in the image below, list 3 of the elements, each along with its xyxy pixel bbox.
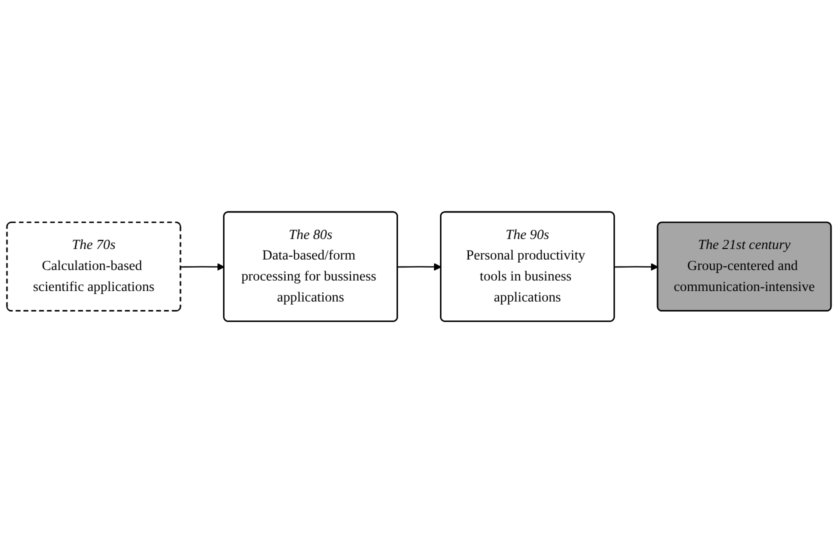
arrow [180, 262, 225, 271]
arrow [614, 262, 658, 271]
arrow [398, 262, 442, 271]
